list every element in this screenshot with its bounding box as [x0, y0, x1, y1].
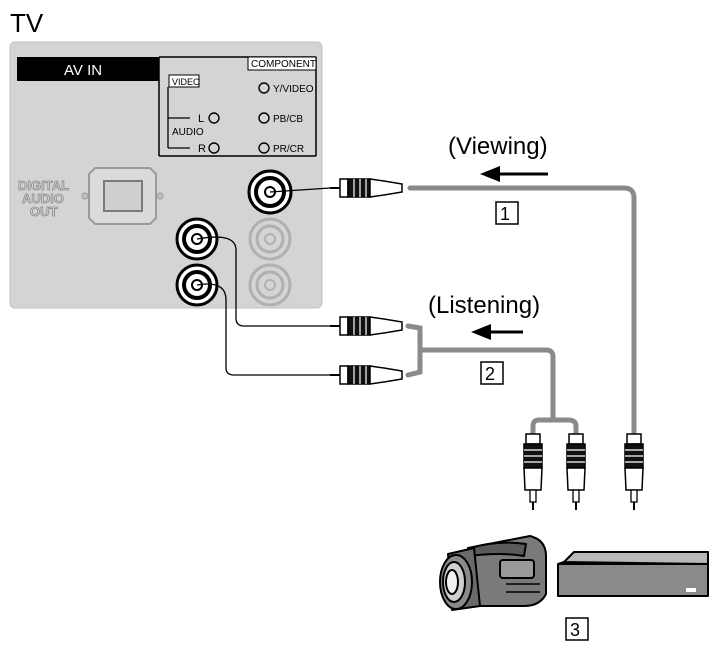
pr-cr-label: PR/CR: [273, 144, 304, 155]
listening-arrow-icon: [471, 324, 523, 340]
digital-text: DIGITAL: [18, 178, 69, 193]
camcorder-icon: [439, 535, 547, 611]
device-video-plug: [624, 433, 644, 511]
playback-device-icon: [557, 551, 709, 597]
listening-label: (Listening): [428, 292, 540, 319]
gray-cables: [405, 185, 637, 437]
tv-title: TV: [10, 8, 44, 38]
pb-cb-label: PB/CB: [273, 114, 303, 125]
digital-audio-out-text: DIGITAL AUDIO OUT: [18, 178, 70, 220]
audio-text: AUDIO: [22, 191, 64, 206]
camcorder-audio-r-plug: [566, 433, 586, 511]
pb-cb-jack: [248, 217, 292, 261]
callout-box-3: [565, 617, 589, 641]
camcorder-audio-l-plug: [523, 433, 543, 511]
out-text: OUT: [30, 204, 58, 219]
video-cable-plug: [329, 178, 403, 198]
audio-r-cable-plug: [329, 365, 403, 385]
tv-panel: [9, 41, 323, 309]
av-in-label: AV IN: [64, 62, 102, 79]
callout-box-2: [480, 361, 504, 385]
callout-box-1: [495, 201, 519, 225]
callout-1: 1: [500, 204, 510, 224]
input-label-box: [158, 56, 317, 157]
audio-l-label: L: [198, 113, 204, 125]
audio-label: AUDIO: [172, 127, 204, 138]
thin-wires: [196, 187, 331, 376]
callout-2: 2: [485, 364, 495, 384]
pr-cr-jack: [248, 263, 292, 307]
viewing-label: (Viewing): [448, 133, 548, 160]
y-video-label: Y/VIDEO: [273, 84, 314, 95]
audio-r-label: R: [198, 143, 206, 155]
component-label: COMPONENT: [251, 59, 316, 70]
optical-port: [81, 167, 164, 225]
callout-3: 3: [570, 620, 580, 640]
av-in-bar: [17, 57, 159, 81]
audio-l-cable-plug: [329, 316, 403, 336]
video-label: VIDEO: [172, 77, 200, 87]
viewing-arrow-icon: [480, 166, 548, 182]
